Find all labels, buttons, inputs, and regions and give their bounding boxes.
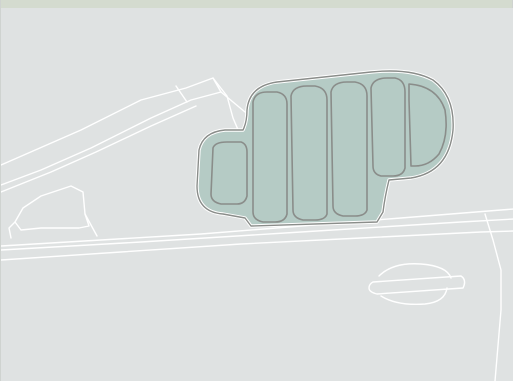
windshield-edge (1, 105, 197, 193)
airbag-chamber-2 (252, 91, 288, 223)
mirror-base (8, 213, 98, 239)
airbag-chamber-4 (330, 81, 368, 217)
door-handle-recess (378, 263, 452, 306)
door-seam (484, 213, 502, 381)
top-band (1, 0, 512, 8)
pillar-inner (212, 77, 240, 133)
airbag-chamber-1 (210, 141, 248, 205)
belt-trim (1, 218, 513, 251)
belt-line-lower (1, 230, 513, 261)
airbag-rear-chamber (408, 83, 447, 167)
pillar-seal (220, 91, 246, 113)
airbag-chamber-3 (290, 85, 328, 221)
car-outline (1, 77, 513, 381)
side-airbag (195, 69, 455, 228)
airbag-outline-inner (196, 70, 454, 227)
airbag-chamber-5 (370, 77, 406, 177)
door-handle (368, 275, 466, 295)
roof-trim (175, 85, 188, 103)
